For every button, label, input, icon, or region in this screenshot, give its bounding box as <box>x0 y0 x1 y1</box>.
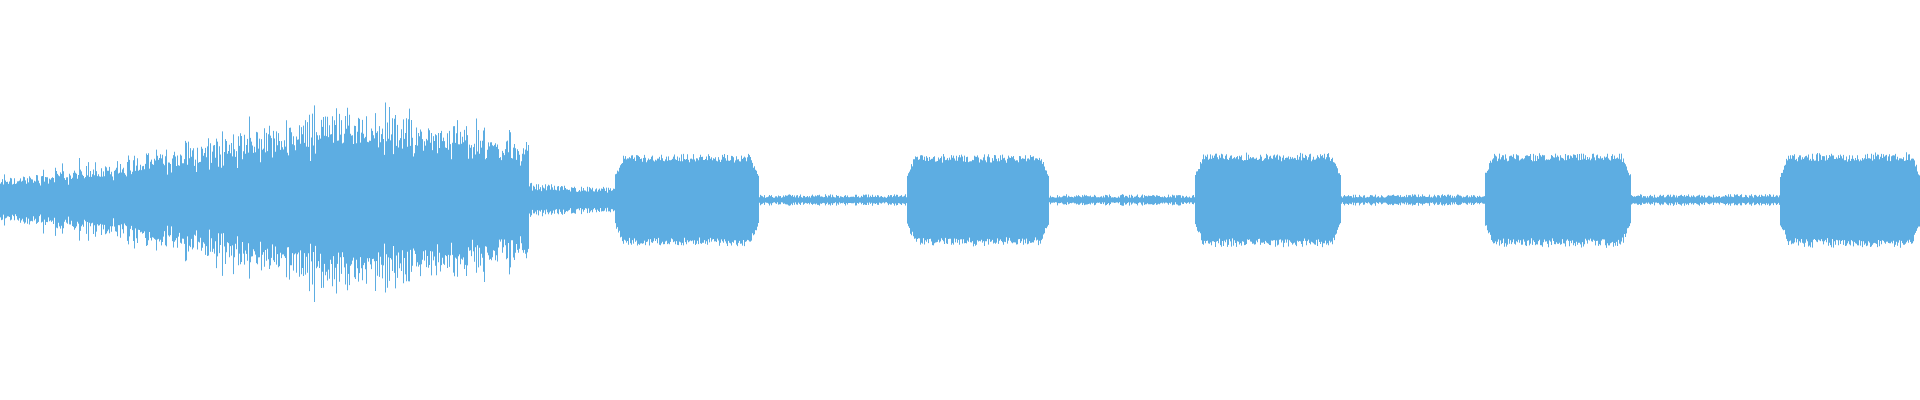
waveform-samples <box>0 102 1920 302</box>
